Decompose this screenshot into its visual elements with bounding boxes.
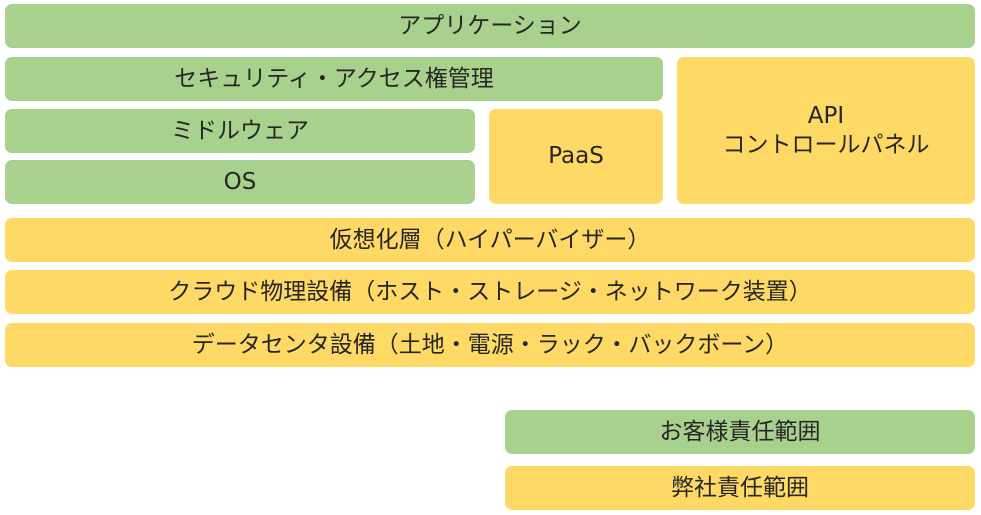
layer-paas-label: PaaS [548,143,604,170]
layer-cloud-facilities-label: クラウド物理設備（ホスト・ストレージ・ネットワーク装置） [168,278,812,305]
layer-application-label: アプリケーション [398,12,582,39]
legend-customer-label: お客様責任範囲 [659,418,821,445]
layer-middleware-label: ミドルウェア [171,117,309,144]
layer-os-label: OS [223,168,257,195]
layer-api-control-panel: API コントロールパネル [677,57,975,204]
layer-security-access-label: セキュリティ・アクセス権管理 [174,65,494,92]
layer-hypervisor-label: 仮想化層（ハイパーバイザー） [329,226,651,253]
layer-application: アプリケーション [5,4,975,48]
legend-provider-label: 弊社責任範囲 [671,474,809,501]
layer-paas: PaaS [489,109,663,204]
layer-control-panel-label: コントロールパネル [722,131,930,158]
layer-hypervisor: 仮想化層（ハイパーバイザー） [5,218,975,262]
layer-security-access: セキュリティ・アクセス権管理 [5,57,663,101]
layer-datacenter-label: データセンタ設備（土地・電源・ラック・バックボーン） [191,331,789,358]
layer-api-label: API [807,102,845,129]
legend-customer: お客様責任範囲 [505,410,975,454]
layer-cloud-facilities: クラウド物理設備（ホスト・ストレージ・ネットワーク装置） [5,270,975,314]
layer-middleware: ミドルウェア [5,109,475,153]
layer-os: OS [5,160,475,204]
legend-provider: 弊社責任範囲 [505,466,975,510]
layer-datacenter: データセンタ設備（土地・電源・ラック・バックボーン） [5,323,975,367]
